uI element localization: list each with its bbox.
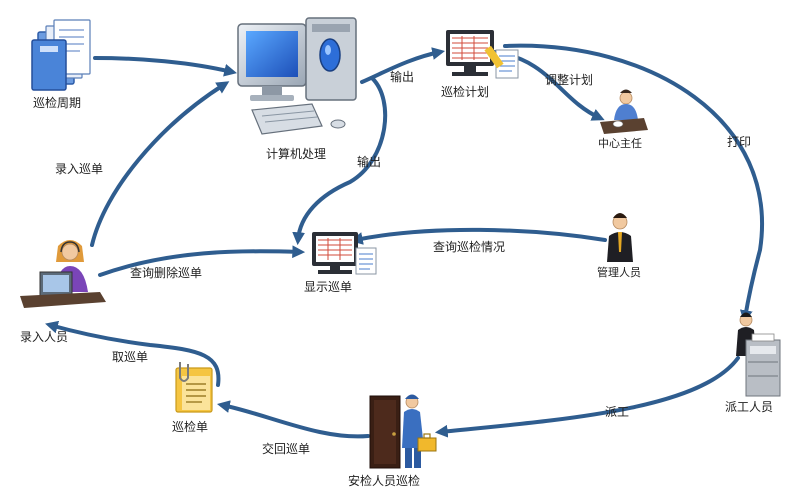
edge-label-print: 打印 bbox=[727, 135, 752, 149]
arrow-dispatcher-to-inspector bbox=[434, 356, 740, 438]
edge-label-output-mid: 输出 bbox=[357, 155, 382, 169]
arrow-computer-to-plan bbox=[360, 47, 446, 84]
node-label-director: 中心主任 bbox=[598, 137, 642, 150]
edge-label-dispatch: 派工 bbox=[605, 405, 630, 419]
documents-icon bbox=[31, 19, 91, 91]
node-label-inspector: 安检人员巡检 bbox=[348, 474, 421, 488]
arrow-computer-to-display bbox=[292, 76, 388, 246]
plan-monitor-icon bbox=[446, 30, 519, 79]
display-monitor-icon bbox=[312, 232, 377, 275]
computer-icon bbox=[237, 17, 357, 135]
clerk-icon bbox=[20, 240, 106, 308]
node-label-computer: 计算机处理 bbox=[266, 147, 327, 161]
edge-label-output-top: 输出 bbox=[390, 70, 415, 84]
node-label-dispatcher: 派工人员 bbox=[725, 400, 774, 414]
inspection-form-icon bbox=[175, 362, 213, 413]
arrow-inspector-to-form bbox=[216, 400, 370, 439]
node-label-form: 巡检单 bbox=[172, 420, 209, 434]
node-label-plan: 巡检计划 bbox=[441, 85, 490, 99]
edge-label-query-delete: 查询删除巡单 bbox=[130, 266, 203, 280]
node-label-display: 显示巡单 bbox=[304, 280, 353, 294]
inspector-icon bbox=[369, 394, 437, 469]
arrow-form-to-clerk bbox=[45, 320, 221, 387]
edge-label-adjust-plan: 调整计划 bbox=[545, 73, 594, 87]
edge-label-enter-form: 录入巡单 bbox=[55, 162, 104, 176]
arrow-clerk-to-computer bbox=[90, 81, 230, 247]
edge-label-query-status: 查询巡检情况 bbox=[433, 240, 506, 254]
director-icon bbox=[600, 89, 648, 134]
node-label-clerk: 录入人员 bbox=[20, 330, 69, 344]
edge-label-take-form: 取巡单 bbox=[112, 350, 149, 364]
dispatcher-icon bbox=[736, 312, 781, 397]
manager-icon bbox=[607, 213, 633, 262]
arrow-clerk-to-display bbox=[98, 245, 306, 277]
arrow-manager-to-display bbox=[349, 227, 607, 245]
edge-label-return-form: 交回巡单 bbox=[262, 442, 311, 456]
node-label-manager: 管理人员 bbox=[597, 266, 641, 279]
node-label-cycle: 巡检周期 bbox=[33, 96, 82, 110]
arrow-plan-to-dispatcher bbox=[503, 43, 764, 324]
arrow-cycle-to-computer bbox=[93, 56, 237, 77]
